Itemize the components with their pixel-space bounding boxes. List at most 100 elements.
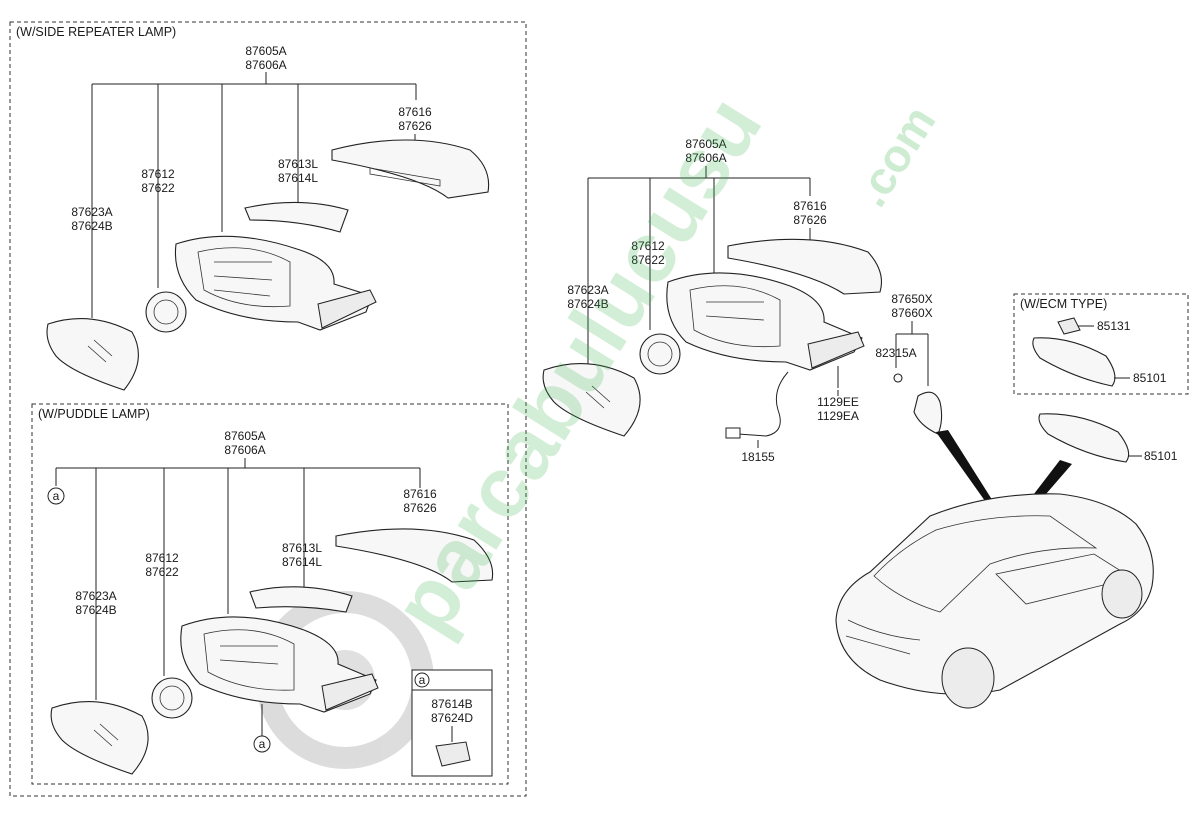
label-p-87612: 87612 (145, 551, 179, 565)
mirror-actuator (145, 291, 187, 333)
puddle-side-lamp (249, 586, 353, 613)
label-82315a: 82315A (875, 346, 916, 360)
callout-a-circle-1 (47, 487, 65, 505)
label-p-87624b: 87624B (75, 603, 116, 617)
label-87626: 87626 (398, 119, 432, 133)
label-1129ea: 1129EA (817, 409, 859, 423)
section-side-repeater: (W/SIDE REPEATER LAMP) 87605A 87606A 876… (9, 21, 527, 797)
label-m-87622: 87622 (631, 253, 665, 267)
car-wheel-rear (941, 647, 995, 709)
watermark-domain-group: .com (844, 97, 945, 216)
label-m-87606a: 87606A (685, 151, 726, 165)
label-1129ee: 1129EE (817, 395, 859, 409)
ecm-dashed-box (1013, 293, 1189, 395)
puddle-dashed-box (31, 403, 509, 785)
label-87616: 87616 (398, 105, 432, 119)
callout-a-3: a (419, 673, 426, 687)
label-p-87613l: 87613L (282, 541, 322, 555)
label-18155: 18155 (741, 450, 775, 464)
puddle-leader-lines (55, 458, 421, 700)
label-87614b: 87614B (431, 697, 472, 711)
label-m-87624b: 87624B (567, 297, 608, 311)
puddle-actuator-inner (159, 685, 185, 711)
clip (893, 373, 903, 383)
label-87606a: 87606A (245, 58, 286, 72)
label-m-87623a: 87623A (567, 283, 608, 297)
ecm-mirror (1032, 337, 1116, 387)
ecm-sensor (1057, 317, 1081, 335)
section-ecm: (W/ECM TYPE) 85131 85101 85101 (835, 293, 1189, 709)
wiring-harness (737, 371, 789, 437)
puddle-lamp-part (435, 741, 471, 767)
label-87622: 87622 (141, 181, 175, 195)
callout-a-circle-2 (253, 735, 271, 753)
middle-glass-reflection (585, 385, 611, 409)
harness-connector (725, 427, 741, 439)
section-title-puddle: (W/PUDDLE LAMP) (38, 407, 150, 421)
callout-a-1: a (53, 489, 60, 503)
label-87614l: 87614L (278, 171, 318, 185)
puddle-glass-reflection (93, 723, 119, 747)
label-87624d: 87624D (431, 711, 473, 725)
label-87612: 87612 (141, 167, 175, 181)
label-85131: 85131 (1097, 319, 1131, 333)
side-repeater-lamp (244, 201, 349, 233)
leader-lines (91, 72, 417, 318)
pointer-wedge-1 (936, 430, 996, 508)
middle-mirror-cover (727, 238, 883, 295)
outer-dashed-box (9, 21, 527, 797)
car-illustration (835, 493, 1154, 709)
section-title-ecm: (W/ECM TYPE) (1020, 297, 1107, 311)
label-m-87605a: 87605A (685, 137, 726, 151)
section-puddle: (W/PUDDLE LAMP) 87605A 87606A a 87616 87… (31, 403, 509, 785)
callout-a-circle-3 (414, 672, 430, 688)
label-p-87623a: 87623A (75, 589, 116, 603)
middle-housing-detail (689, 285, 781, 348)
middle-actuator (639, 333, 681, 375)
puddle-actuator (151, 677, 193, 719)
glass-reflection (87, 339, 113, 363)
car-wheel-front (1101, 569, 1143, 619)
label-m-87616: 87616 (793, 199, 827, 213)
car-trunk-lines (845, 619, 921, 655)
label-p-87606a: 87606A (224, 443, 265, 457)
label-p-87622: 87622 (145, 565, 179, 579)
actuator-inner (153, 299, 179, 325)
cover-leader-lines (895, 321, 929, 386)
puddle-housing-bracket (321, 673, 379, 711)
section-title-side-repeater: (W/SIDE REPEATER LAMP) (16, 25, 176, 39)
housing-detail (197, 247, 291, 308)
middle-leader-lines (587, 166, 811, 364)
triangle-cover (913, 391, 943, 435)
housing-bracket (317, 289, 377, 329)
label-85101: 85101 (1144, 449, 1178, 463)
car-body (835, 493, 1154, 695)
label-m-87626: 87626 (793, 213, 827, 227)
label-87650x: 87650X (891, 292, 932, 306)
label-p-87616: 87616 (403, 487, 437, 501)
label-p-87605a: 87605A (224, 429, 265, 443)
mirror-cover (331, 139, 490, 199)
section-middle: 87605A 87606A 87616 87626 87612 87622 87… (542, 137, 943, 464)
label-87660x: 87660X (891, 306, 932, 320)
label-ecm-85101: 85101 (1133, 371, 1167, 385)
cover-detail (369, 167, 441, 187)
label-87605a: 87605A (245, 44, 286, 58)
car-window-rear (873, 515, 1098, 613)
label-p-87626: 87626 (403, 501, 437, 515)
puddle-housing-detail (203, 629, 295, 691)
puddle-mirror-glass (50, 701, 149, 775)
label-87624b: 87624B (71, 219, 112, 233)
watermark-domain: .com (844, 97, 945, 216)
middle-actuator-inner (647, 341, 673, 367)
callout-a-2: a (259, 737, 266, 751)
rearview-mirror (1038, 413, 1130, 463)
mirror-glass (46, 318, 139, 391)
middle-housing-bracket (807, 331, 865, 369)
label-87623a: 87623A (71, 205, 112, 219)
label-m-87612: 87612 (631, 239, 665, 253)
label-87613l: 87613L (278, 157, 318, 171)
puddle-mirror-cover (335, 528, 494, 583)
label-p-87614l: 87614L (282, 555, 322, 569)
